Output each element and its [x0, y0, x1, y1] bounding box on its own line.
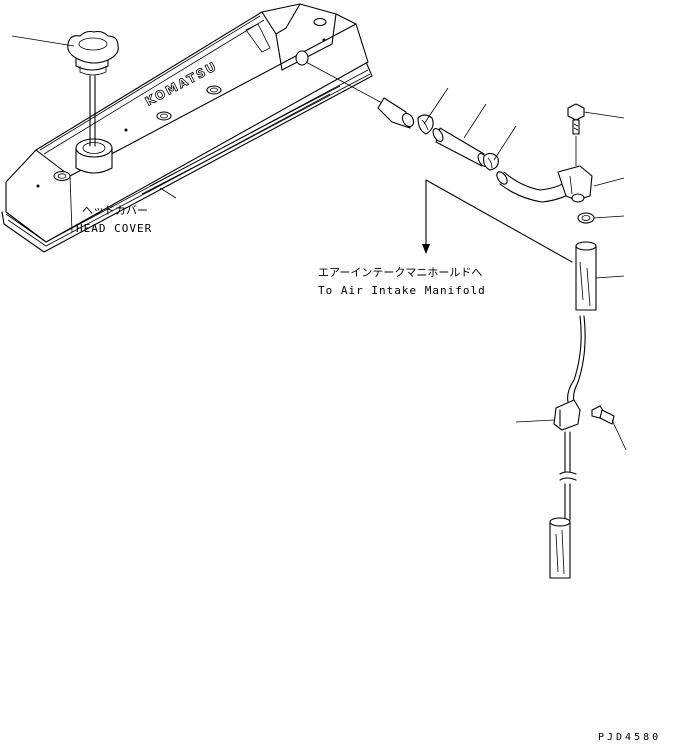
breather-parts — [305, 61, 615, 579]
head-cover: KOMATSU — [1, 3, 373, 253]
air-intake-arrow — [422, 179, 573, 263]
head-cover-label-en: HEAD COVER — [76, 222, 152, 235]
oil-filler-cap — [67, 30, 119, 147]
head-cover-label-jp: ヘッドカバー — [82, 204, 148, 217]
drawing-code: PJD4580 — [598, 732, 661, 743]
leader-lines — [11, 35, 627, 451]
air-intake-label-en: To Air Intake Manifold — [318, 284, 486, 297]
air-intake-label-jp: エアーインテークマニホールドへ — [318, 266, 482, 279]
